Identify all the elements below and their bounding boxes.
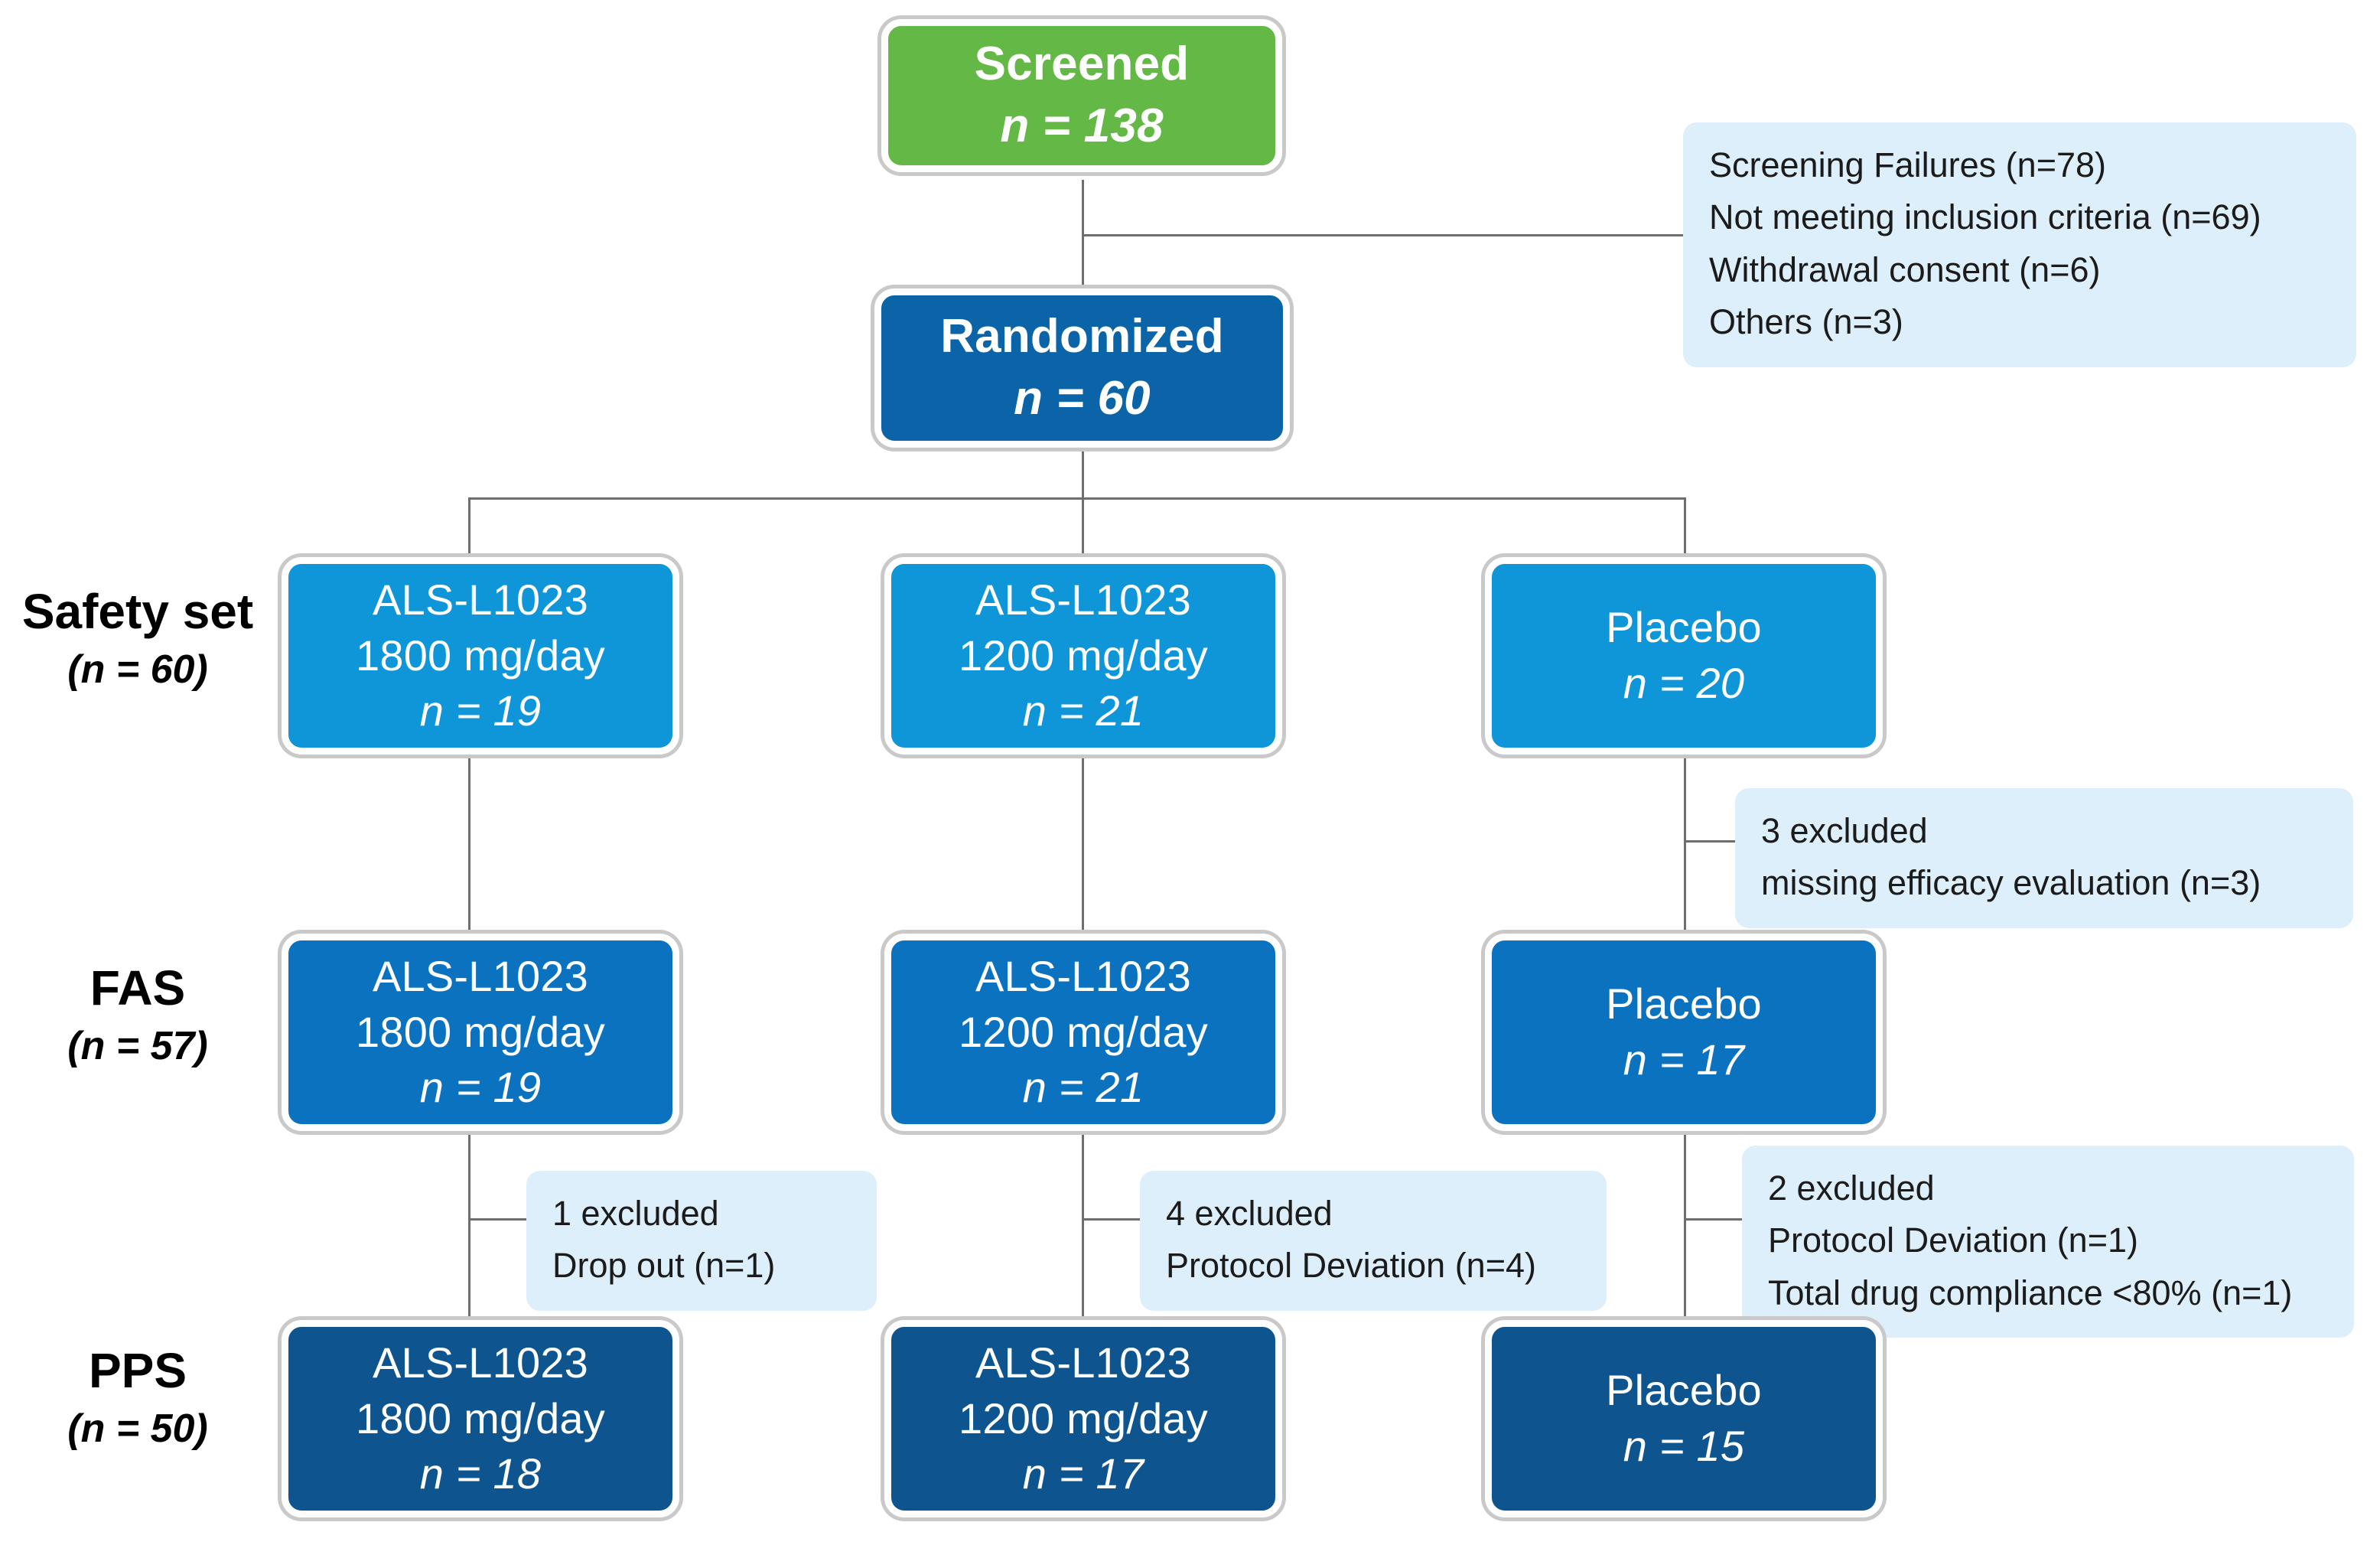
row-label-safety-set-count: (n = 60): [67, 647, 208, 693]
node-line-drug: ALS-L1023: [975, 1338, 1192, 1387]
node-line-count: n = 20: [1623, 659, 1745, 707]
node-line-drug: Placebo: [1606, 603, 1762, 652]
node-line-drug: ALS-L1023: [372, 575, 589, 624]
note-pps-exclusion-arm2: 4 excluded Protocol Deviation (n=4): [1140, 1171, 1607, 1311]
node-screened-count: n = 138: [1000, 99, 1164, 152]
node-line-count: n = 15: [1623, 1422, 1745, 1470]
connector-drop-arm1: [468, 497, 470, 559]
connector-to-screening-failures: [1082, 234, 1683, 236]
node-line-drug: ALS-L1023: [372, 951, 589, 1000]
node-safety-arm-als-1800[interactable]: ALS-L1023 1800 mg/day n = 19: [282, 557, 679, 755]
node-line-count: n = 21: [1022, 686, 1144, 735]
node-safety-arm-placebo[interactable]: Placebo n = 20: [1485, 557, 1883, 755]
row-label-fas-count: (n = 57): [67, 1024, 208, 1069]
note-line: Protocol Deviation (n=4): [1166, 1246, 1536, 1286]
note-line: Screening Failures (n=78): [1709, 145, 2107, 184]
note-line: missing efficacy evaluation (n=3): [1761, 863, 2261, 903]
row-label-pps-count: (n = 50): [67, 1406, 208, 1452]
node-fas-arm-als-1800[interactable]: ALS-L1023 1800 mg/day n = 19: [282, 934, 679, 1131]
note-screening-failures: Screening Failures (n=78) Not meeting in…: [1683, 122, 2356, 367]
row-label-fas: FAS (n = 57): [8, 958, 268, 1071]
note-line: Drop out (n=1): [552, 1246, 776, 1286]
node-line-count: n = 19: [419, 1063, 542, 1112]
node-line-dose: 1800 mg/day: [356, 631, 605, 680]
node-randomized[interactable]: Randomized n = 60: [874, 288, 1290, 448]
note-line: 3 excluded: [1761, 811, 1928, 850]
node-pps-arm-placebo[interactable]: Placebo n = 15: [1485, 1320, 1883, 1517]
connector-to-placebo-exclusion-note: [1684, 840, 1737, 843]
note-line: 2 excluded: [1768, 1169, 1935, 1208]
connector-drop-arm3: [1684, 497, 1686, 559]
node-line-dose: 1200 mg/day: [959, 1393, 1208, 1442]
node-line-count: n = 18: [419, 1449, 542, 1498]
connector-fas-to-pps-arm3: [1684, 1133, 1686, 1320]
connector-fas-to-pps-arm2: [1082, 1133, 1084, 1320]
note-pps-exclusion-arm3: 2 excluded Protocol Deviation (n=1) Tota…: [1742, 1146, 2354, 1338]
note-line: Protocol Deviation (n=1): [1768, 1221, 2138, 1260]
note-line: 1 excluded: [552, 1194, 719, 1233]
node-screened[interactable]: Screened n = 138: [881, 19, 1282, 172]
connector-safety-to-fas-arm1: [468, 754, 470, 934]
node-randomized-label: Randomized: [940, 310, 1224, 363]
node-line-dose: 1200 mg/day: [959, 631, 1208, 680]
node-line-count: n = 17: [1022, 1449, 1144, 1498]
connector-arm-distribution-bar: [468, 497, 1686, 500]
node-line-count: n = 17: [1623, 1035, 1745, 1084]
node-safety-arm-als-1200[interactable]: ALS-L1023 1200 mg/day n = 21: [884, 557, 1282, 755]
node-pps-arm-als-1800[interactable]: ALS-L1023 1800 mg/day n = 18: [282, 1320, 679, 1517]
note-line: Withdrawal consent (n=6): [1709, 249, 2101, 289]
connector-to-pps-exclusion-note-arm3: [1684, 1218, 1743, 1221]
note-pps-exclusion-arm1: 1 excluded Drop out (n=1): [526, 1171, 877, 1311]
note-placebo-fas-exclusion: 3 excluded missing efficacy evaluation (…: [1735, 788, 2353, 928]
node-pps-arm-als-1200[interactable]: ALS-L1023 1200 mg/day n = 17: [884, 1320, 1282, 1517]
note-line: Others (n=3): [1709, 302, 1903, 342]
note-line: Total drug compliance <80% (n=1): [1768, 1273, 2293, 1312]
connector-to-pps-exclusion-note-arm2: [1082, 1218, 1141, 1221]
node-randomized-count: n = 60: [1014, 372, 1151, 425]
node-line-drug: ALS-L1023: [975, 575, 1192, 624]
node-fas-arm-als-1200[interactable]: ALS-L1023 1200 mg/day n = 21: [884, 934, 1282, 1131]
node-line-drug: Placebo: [1606, 979, 1762, 1028]
row-label-safety-set: Safety set (n = 60): [8, 582, 268, 695]
node-line-drug: ALS-L1023: [372, 1338, 589, 1387]
node-line-drug: Placebo: [1606, 1366, 1762, 1415]
connector-safety-to-fas-arm3: [1684, 754, 1686, 934]
note-line: Not meeting inclusion criteria (n=69): [1709, 197, 2261, 237]
node-screened-label: Screened: [974, 37, 1190, 91]
node-fas-arm-placebo[interactable]: Placebo n = 17: [1485, 934, 1883, 1131]
connector-to-pps-exclusion-note-arm1: [468, 1218, 528, 1221]
row-label-fas-name: FAS: [90, 960, 186, 1015]
node-line-dose: 1800 mg/day: [356, 1393, 605, 1442]
node-line-count: n = 19: [419, 686, 542, 735]
node-line-dose: 1800 mg/day: [356, 1007, 605, 1056]
node-line-count: n = 21: [1022, 1063, 1144, 1112]
node-line-dose: 1200 mg/day: [959, 1007, 1208, 1056]
row-label-safety-set-name: Safety set: [21, 584, 254, 639]
row-label-pps: PPS (n = 50): [8, 1341, 268, 1454]
row-label-pps-name: PPS: [88, 1343, 187, 1398]
node-line-drug: ALS-L1023: [975, 951, 1192, 1000]
note-line: 4 excluded: [1166, 1194, 1333, 1233]
connector-fas-to-pps-arm1: [468, 1133, 470, 1320]
